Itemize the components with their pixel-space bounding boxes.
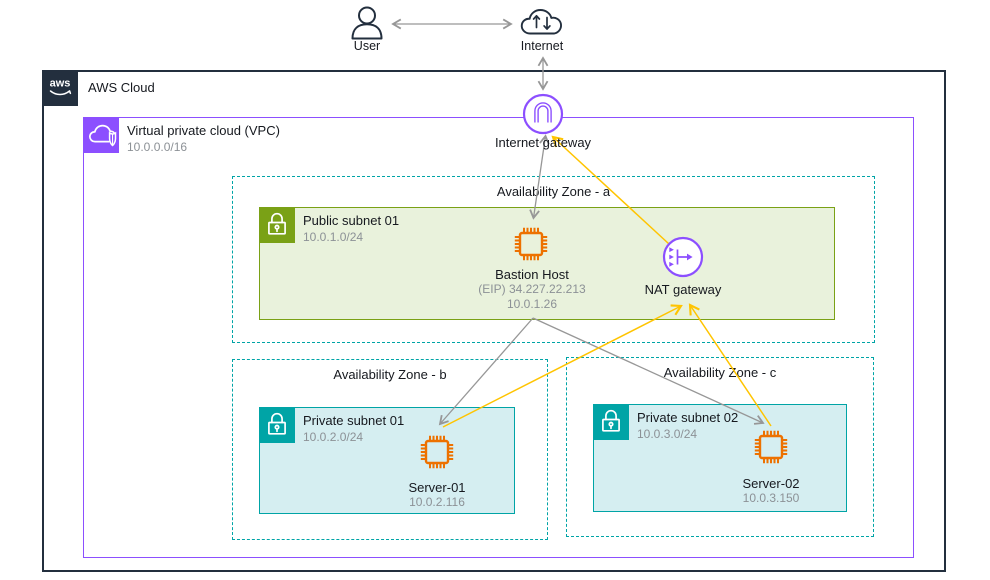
vpc-header: Virtual private cloud (VPC) 10.0.0.0/16	[127, 123, 280, 155]
internet-label: Internet	[520, 39, 564, 53]
vpc-icon	[83, 117, 119, 153]
private-subnet-01-header: Private subnet 01 10.0.2.0/24	[303, 413, 404, 445]
public-subnet-cidr: 10.0.1.0/24	[303, 230, 364, 244]
private-subnet-02-header: Private subnet 02 10.0.3.0/24	[637, 410, 738, 442]
private-subnet-02-cidr: 10.0.3.0/24	[637, 427, 698, 441]
vpc-cidr: 10.0.0.0/16	[127, 140, 188, 154]
server-02-labels: Server-02 10.0.3.150	[671, 476, 871, 506]
vpc-label: Virtual private cloud (VPC)	[127, 123, 280, 138]
availability-zone-c-label: Availability Zone - c	[663, 365, 777, 380]
availability-zone-b: Availability Zone - b	[232, 359, 548, 540]
availability-zone-a-label: Availability Zone - a	[496, 184, 611, 199]
aws-cloud-container	[42, 70, 946, 572]
public-subnet-lock-icon	[259, 207, 295, 243]
private-subnet-01-cidr: 10.0.2.0/24	[303, 430, 364, 444]
private-subnet-01-lock-icon	[259, 407, 295, 443]
availability-zone-b-label: Availability Zone - b	[333, 367, 447, 382]
aws-cloud-label: AWS Cloud	[88, 80, 155, 95]
bastion-host-eip: (EIP) 34.227.22.213	[478, 282, 586, 296]
user-label: User	[353, 39, 381, 53]
server-01-labels: Server-01 10.0.2.116	[337, 480, 537, 510]
user-icon	[351, 6, 383, 40]
public-subnet-name: Public subnet 01	[303, 213, 400, 228]
vpc-container	[83, 117, 914, 558]
public-subnet-header: Public subnet 01 10.0.1.0/24	[303, 213, 399, 245]
server-01-name: Server-01	[408, 480, 466, 495]
server-01-ip: 10.0.2.116	[409, 495, 465, 509]
public-subnet-01	[259, 207, 835, 320]
bastion-host-labels: Bastion Host (EIP) 34.227.22.213 10.0.1.…	[432, 267, 632, 312]
aws-logo-icon: aws	[42, 70, 78, 106]
private-subnet-01-name: Private subnet 01	[303, 413, 405, 428]
server-02-name: Server-02	[742, 476, 800, 491]
private-subnet-02-lock-icon	[593, 404, 629, 440]
internet-gateway-label: Internet gateway	[494, 135, 592, 150]
server-02-ip: 10.0.3.150	[742, 491, 800, 505]
private-subnet-02-name: Private subnet 02	[637, 410, 739, 425]
aws-logo-text: aws	[50, 78, 71, 90]
bastion-host-ip: 10.0.1.26	[506, 297, 558, 311]
bastion-host-name: Bastion Host	[495, 267, 569, 282]
nat-gateway-label: NAT gateway	[644, 282, 722, 297]
internet-icon	[520, 9, 562, 35]
